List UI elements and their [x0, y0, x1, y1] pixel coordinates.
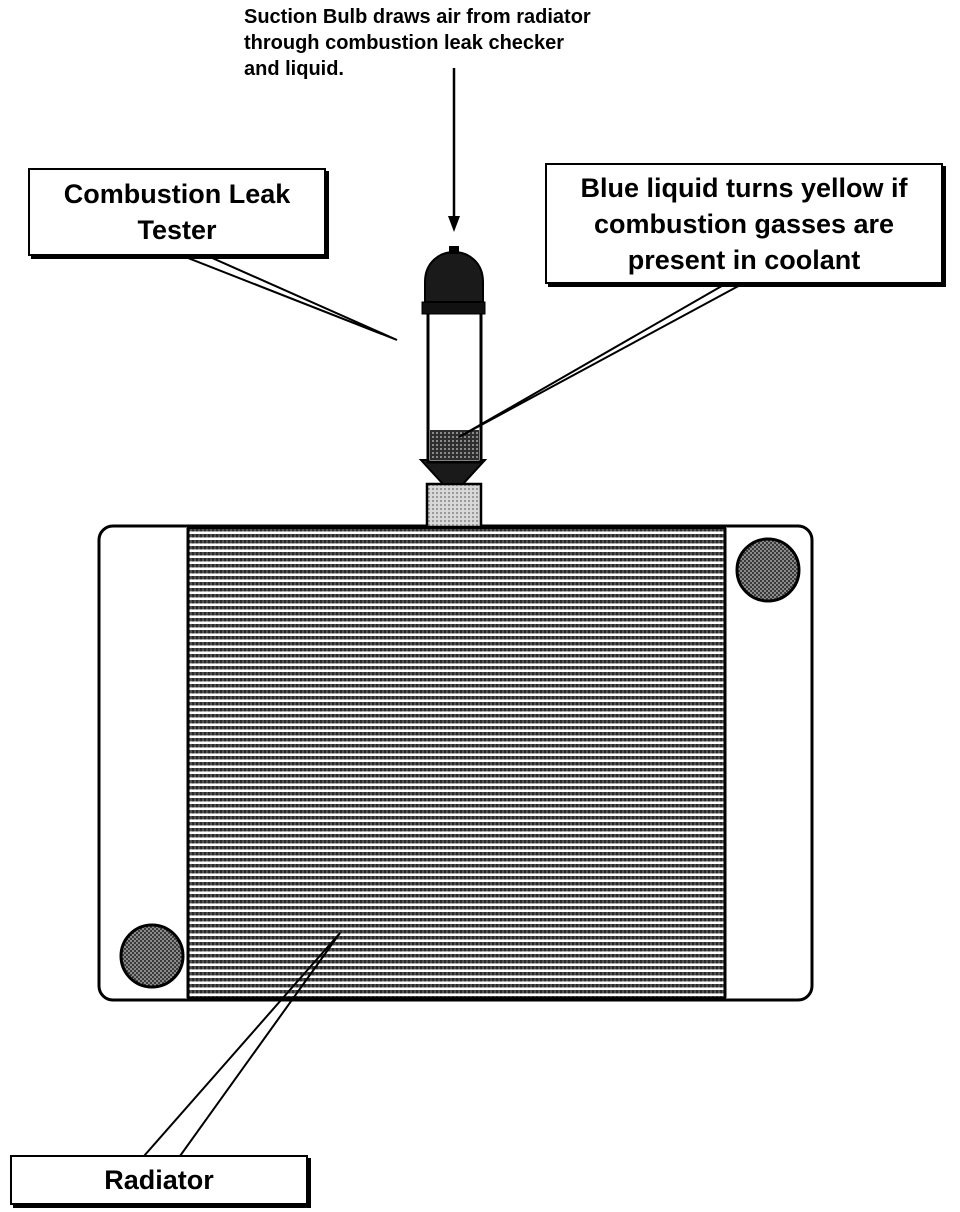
tester-label-line-1: Combustion Leak	[63, 179, 291, 209]
suction-note-line-2: through combustion leak checker	[244, 32, 565, 54]
radiator	[97, 524, 814, 1002]
radiator-cap-icon	[735, 537, 801, 603]
blue-liquid-callout: Blue liquid turns yellow if combustion g…	[545, 163, 943, 284]
suction-bulb-icon	[424, 250, 484, 303]
liquid-label-line-2: combustion gasses are	[593, 208, 895, 239]
radiator-leader	[143, 932, 341, 1157]
tester-collar	[421, 301, 486, 315]
liquid-label-line-1: Blue liquid turns yellow if	[580, 172, 908, 203]
leader-lines	[143, 246, 745, 1157]
suction-note-line-1: Suction Bulb draws air from radiator	[244, 6, 591, 28]
suction-arrow	[448, 68, 460, 232]
liquid-leader	[458, 282, 745, 438]
combustion-tester-callout: Combustion Leak Tester	[28, 168, 326, 256]
radiator-callout: Radiator	[10, 1155, 308, 1205]
leak-tester	[418, 246, 488, 529]
tester-liquid	[430, 430, 479, 460]
radiator-drain-icon	[119, 923, 185, 989]
tester-funnel	[418, 459, 488, 485]
radiator-label: Radiator	[104, 1165, 214, 1195]
tester-label-line-2: Tester	[137, 215, 217, 245]
suction-note-line-3: and liquid.	[244, 58, 344, 80]
tester-leader	[159, 246, 398, 341]
radiator-core	[187, 527, 726, 999]
tester-neck	[425, 482, 483, 529]
bulb-tip	[449, 246, 459, 254]
suction-bulb-note: Suction Bulb draws air from radiator thr…	[244, 4, 704, 82]
liquid-label-line-3: present in coolant	[627, 244, 861, 275]
